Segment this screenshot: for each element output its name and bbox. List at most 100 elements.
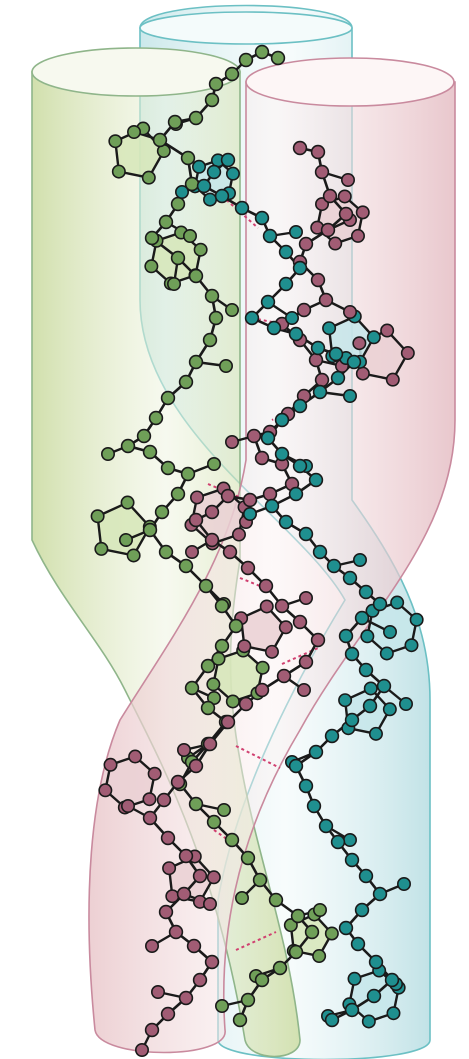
cyan-backbone-atom — [324, 1012, 340, 1028]
pink-ring-atom — [400, 346, 415, 361]
pink-branch-atom — [151, 984, 166, 999]
green-backbone-atom — [224, 66, 240, 82]
pink-ring-atom — [98, 783, 113, 798]
cyan-backbone-atom — [288, 758, 304, 774]
green-backbone-atom — [240, 992, 256, 1008]
pink-ring-atom — [355, 205, 370, 220]
green-ring-atom — [255, 660, 270, 675]
cyan-ring-atom — [386, 1006, 401, 1021]
pink-backbone-atom — [204, 954, 220, 970]
cyan-backbone-atom — [306, 798, 322, 814]
cyan-ring-atom — [368, 726, 383, 741]
cyan-backbone-atom — [338, 920, 354, 936]
pink-branch-atom — [135, 1043, 150, 1058]
green-branch-atom — [219, 358, 234, 373]
green-branch-atom — [183, 229, 198, 244]
cyan-ring-atom — [338, 693, 353, 708]
cyan-branch-atom — [342, 388, 357, 403]
pink-ring-atom — [328, 236, 343, 251]
cyan-backbone-atom — [266, 320, 282, 336]
pink-ring-atom — [190, 490, 205, 505]
pink-ring-atom — [380, 323, 395, 338]
pink-backbone-atom — [176, 886, 192, 902]
green-ring-atom — [283, 918, 298, 933]
cyan-ring-atom — [409, 612, 424, 627]
green-backbone-atom — [170, 250, 186, 266]
green-backbone-atom — [200, 700, 216, 716]
cyan-backbone-atom — [328, 346, 344, 362]
green-branch-atom — [127, 125, 142, 140]
pink-backbone-atom — [310, 272, 326, 288]
cyan-backbone-atom — [330, 370, 346, 386]
pink-backbone-atom — [298, 654, 314, 670]
cyan-backbone-atom — [344, 712, 360, 728]
pink-backbone-atom — [254, 450, 270, 466]
pink-backbone-atom — [186, 938, 202, 954]
green-backbone-atom — [228, 618, 244, 634]
cyan-branch-atom — [342, 832, 357, 847]
cyan-ring-atom — [361, 1014, 376, 1029]
cyan-backbone-atom — [274, 446, 290, 462]
green-backbone-atom — [180, 150, 196, 166]
green-branch-atom — [235, 890, 250, 905]
green-backbone-atom — [238, 52, 254, 68]
pink-backbone-atom — [298, 236, 314, 252]
cyan-branch-atom — [284, 310, 299, 325]
cyan-backbone-atom — [234, 200, 250, 216]
green-backbone-atom — [148, 410, 164, 426]
green-backbone-atom — [178, 374, 194, 390]
green-ring-atom — [193, 242, 208, 257]
green-branch-atom — [167, 276, 182, 291]
cyan-ring-atom — [390, 595, 405, 610]
pink-backbone-atom — [318, 292, 334, 308]
green-backbone-atom — [154, 504, 170, 520]
pink-backbone-atom — [242, 492, 258, 508]
pink-branch-atom — [121, 798, 136, 813]
cyan-ring-atom — [347, 971, 362, 986]
green-branch-atom — [312, 902, 327, 917]
green-ring-atom — [144, 259, 159, 274]
cyan-backbone-atom — [262, 228, 278, 244]
cyan-backbone-atom — [308, 744, 324, 760]
pink-backbone-atom — [314, 372, 330, 388]
pink-ring-atom — [237, 639, 252, 654]
cyan-backbone-atom — [264, 498, 280, 514]
cyan-backbone-atom — [292, 260, 308, 276]
cyan-branch-atom — [352, 552, 367, 567]
cyan-backbone-atom — [354, 902, 370, 918]
green-backbone-atom — [206, 814, 222, 830]
cyan-backbone-atom — [324, 728, 340, 744]
green-backbone-atom — [290, 908, 306, 924]
cyan-backbone-atom — [362, 698, 378, 714]
pink-ring-atom — [355, 366, 370, 381]
pink-ring-atom — [278, 620, 293, 635]
atoms-layer — [90, 44, 424, 1058]
cyan-backbone-atom — [358, 662, 374, 678]
green-branch-atom — [215, 998, 230, 1013]
cyan-backbone-atom — [350, 936, 366, 952]
cyan-backbone-atom — [344, 852, 360, 868]
pink-backbone-atom — [222, 544, 238, 560]
cyan-branch-atom — [398, 696, 413, 711]
pink-backbone-atom — [320, 222, 336, 238]
green-backbone-atom — [198, 578, 214, 594]
green-backbone-atom — [232, 1012, 248, 1028]
pink-backbone-atom — [314, 164, 330, 180]
pink-ring-atom — [385, 372, 400, 387]
green-branch-atom — [207, 456, 222, 471]
pink-ring-atom — [206, 870, 221, 885]
green-ring-atom — [225, 694, 240, 709]
green-backbone-atom — [224, 832, 240, 848]
pink-backbone-atom — [274, 598, 290, 614]
cyan-backbone-atom — [214, 188, 230, 204]
cyan-branch-atom — [288, 225, 303, 240]
pink-backbone-atom — [204, 504, 220, 520]
cyan-branch-atom — [175, 185, 190, 200]
pink-backbone-atom — [310, 144, 326, 160]
pink-ring-atom — [259, 599, 274, 614]
pink-backbone-atom — [142, 810, 158, 826]
cyan-backbone-atom — [312, 384, 328, 400]
green-backbone-atom — [214, 638, 230, 654]
pink-backbone-atom — [220, 714, 236, 730]
green-backbone-atom — [152, 132, 168, 148]
